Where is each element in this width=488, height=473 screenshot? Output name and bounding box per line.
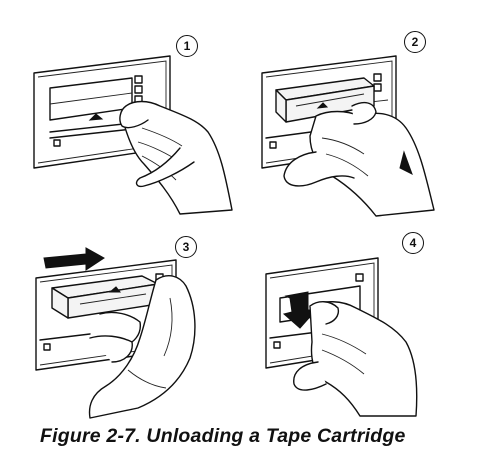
hand <box>119 100 233 215</box>
tape-cartridge <box>275 77 375 123</box>
step-3-illustration <box>30 230 240 420</box>
figure-caption: Figure 2-7. Unloading a Tape Cartridge <box>40 425 406 447</box>
drive-close-door-drawing <box>265 257 418 417</box>
step-2-illustration <box>256 28 466 218</box>
step-number-badge: 1 <box>176 35 198 57</box>
step-number-badge: 2 <box>404 31 426 53</box>
hand <box>293 301 418 417</box>
hand <box>88 275 196 419</box>
hand <box>283 101 435 217</box>
step-number-badge: 4 <box>402 232 424 254</box>
push-down-arrow <box>282 291 318 329</box>
drive-insert-cartridge-drawing <box>35 247 196 419</box>
step-number-badge: 3 <box>175 236 197 258</box>
drive-press-eject-drawing <box>33 55 233 215</box>
drive-grip-cartridge-drawing <box>261 55 435 217</box>
step-1-illustration <box>30 28 240 218</box>
insert-arrow <box>43 247 105 271</box>
step-4-illustration <box>256 230 466 420</box>
tape-cartridge <box>51 275 159 319</box>
